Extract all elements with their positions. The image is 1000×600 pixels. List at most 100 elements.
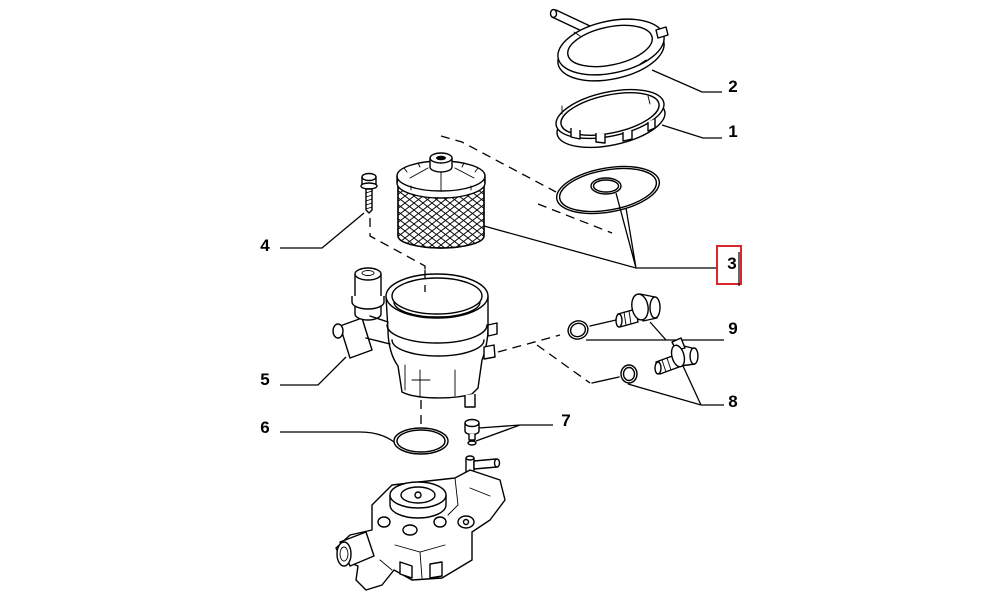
- fitting-ribs: [661, 357, 672, 373]
- part-9-assembly-axis: [497, 334, 561, 353]
- leader-line-3: [483, 192, 717, 269]
- base-leg: [429, 561, 443, 579]
- housing-outlet: [483, 344, 496, 360]
- base-leg: [399, 561, 413, 579]
- part-5-filter-housing: [332, 267, 498, 408]
- callout-7: 7: [561, 411, 570, 430]
- ring-notch: [622, 130, 633, 142]
- ring-notch: [595, 133, 606, 144]
- bolt-shank: [365, 188, 373, 214]
- screw-washer: [467, 440, 477, 446]
- part-8-assembly-axis: [536, 344, 591, 384]
- leader-line-5: [280, 356, 347, 386]
- bolt-head-top: [361, 172, 377, 182]
- ring-band-upper: [555, 88, 665, 140]
- seal-outer-inner-edge: [558, 167, 658, 213]
- part-2-cover: [549, 8, 669, 82]
- housing-inner-rim: [393, 301, 481, 318]
- callout-8: 8: [728, 392, 737, 411]
- assembly-axis: [537, 203, 613, 234]
- part-1-ring: [555, 88, 666, 149]
- part-3-filter-element: [396, 152, 486, 249]
- o-ring-inner: [622, 366, 636, 382]
- part-8-assembly-axis: [591, 376, 620, 384]
- housing-top-ring: [385, 273, 489, 319]
- base-hole: [377, 516, 391, 528]
- housing-top-ring-inner: [391, 277, 483, 315]
- seal-inner-ring-edge: [592, 179, 620, 193]
- o-ring-outer: [393, 427, 449, 455]
- fitting-end-cap: [649, 296, 661, 319]
- leader-line-1: [661, 124, 722, 139]
- leader-line-2: [651, 69, 722, 93]
- filter-lid-ribs: [403, 162, 479, 191]
- fitting-nose-end: [654, 361, 662, 375]
- callout-5: 5: [260, 370, 269, 389]
- part-7-screw: [464, 418, 480, 446]
- leader-line-4: [280, 212, 365, 249]
- filter-lid-spokes: [409, 167, 475, 191]
- part-9-fitting: [615, 293, 661, 328]
- base-flange-inner: [400, 486, 436, 504]
- leader-line-6: [280, 431, 395, 443]
- filter-lid-edge: [396, 175, 486, 184]
- leader-line-7: [475, 424, 553, 442]
- callout-2: 2: [728, 77, 737, 96]
- ring-detail: [561, 95, 651, 115]
- bolt-thread: [365, 190, 373, 210]
- housing-right-nub: [487, 322, 498, 337]
- assembly-axis: [440, 135, 557, 193]
- fitting-ribs: [623, 310, 632, 326]
- filter-mesh: [397, 181, 485, 249]
- fitting-end-cap: [689, 347, 699, 365]
- base-ribs: [379, 477, 491, 579]
- callout-4: 4: [260, 236, 270, 255]
- part-9-o-ring: [567, 320, 589, 340]
- housing-ribs: [404, 364, 456, 397]
- part-4-bolt: [360, 172, 378, 214]
- cover-detail: [573, 31, 647, 65]
- o-ring-inner: [569, 322, 587, 338]
- filter-spout-hole: [436, 155, 446, 161]
- mounting-base: [335, 455, 506, 591]
- part-8-fitting: [654, 337, 699, 375]
- base-nozzle-end: [493, 458, 501, 468]
- base-flange-center: [414, 491, 422, 499]
- base-left-tube-bore: [339, 546, 349, 562]
- o-ring-inner: [396, 429, 446, 453]
- base-left-tube-end: [336, 541, 352, 567]
- base-hole: [433, 516, 447, 528]
- callout-3: 3: [727, 254, 736, 273]
- leader-line-9: [586, 321, 724, 341]
- callout-1: 1: [728, 122, 737, 141]
- housing-pipe-top: [354, 267, 382, 281]
- screw-head-top: [464, 418, 480, 428]
- callout-9: 9: [728, 319, 737, 338]
- base-nozzle: [473, 458, 498, 470]
- housing-pipe-junction: [365, 315, 391, 345]
- base-mount-hole: [462, 518, 470, 526]
- housing-pipe-hole: [361, 270, 375, 276]
- cover-tab: [655, 26, 669, 39]
- part-8-o-ring: [620, 364, 638, 384]
- o-ring-outer: [620, 364, 638, 384]
- bolt-washer: [360, 182, 378, 190]
- housing-bottom-nipple: [464, 394, 476, 408]
- ring-notch: [647, 119, 656, 132]
- cover-face: [567, 24, 653, 68]
- housing-band: [391, 339, 485, 357]
- base-hole: [402, 524, 418, 536]
- fitting-flange: [670, 344, 686, 368]
- screw-shank: [468, 434, 476, 441]
- base-vertical-pipe-top: [465, 455, 475, 461]
- highlight-box: [716, 245, 742, 285]
- part-3-seal: [555, 165, 661, 215]
- housing-side-port-end: [332, 323, 344, 339]
- housing-pipe-collar: [351, 296, 385, 310]
- seal-inner-ring: [590, 177, 622, 195]
- part-9-assembly-axis: [589, 319, 617, 327]
- leader-line-8: [627, 365, 724, 406]
- o-ring-outer: [567, 320, 589, 340]
